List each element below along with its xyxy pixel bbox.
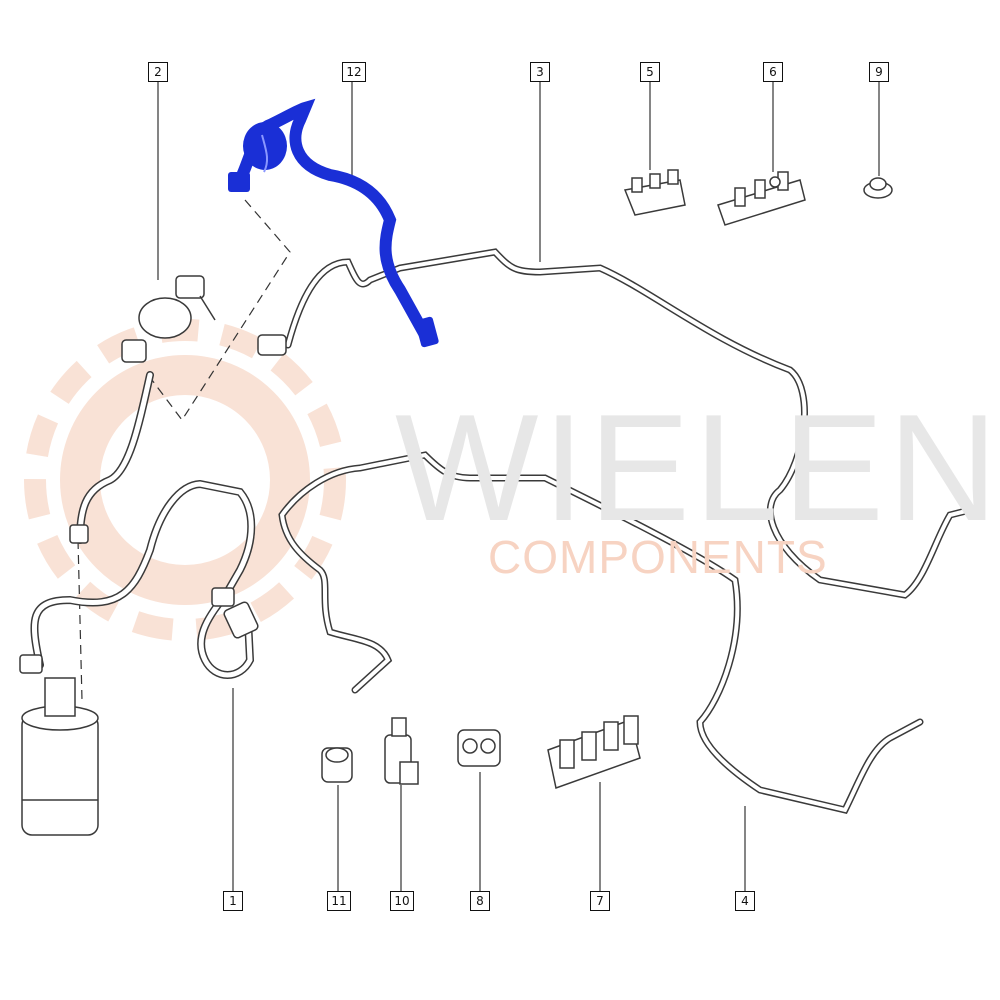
nut-9 [863,177,893,199]
callout-8: 8 [470,891,490,911]
hose-12-highlighted [228,98,439,348]
callout-2: 2 [148,62,168,82]
watermark-subtitle: COMPONENTS [488,531,828,583]
callout-7: 7 [590,891,610,911]
callout-5: 5 [640,62,660,82]
dashed-lines [77,199,291,701]
fuel-pump [19,524,99,836]
fuel-filter-2 [121,275,216,363]
callout-3: 3 [530,62,550,82]
callout-1: 1 [223,891,243,911]
callout-10: 10 [390,891,414,911]
callout-12: 12 [342,62,366,82]
gear-logo-icon [24,319,346,641]
leader-lines [157,80,880,895]
clip-6 [717,171,806,226]
callout-4: 4 [735,891,755,911]
clip-7 [547,715,641,789]
clip-11 [321,747,353,783]
clip-5 [623,169,686,216]
callout-11: 11 [327,891,351,911]
callout-6: 6 [763,62,783,82]
watermark-title: WIELEN [395,383,1000,553]
clip-8 [457,729,501,767]
callout-9: 9 [869,62,889,82]
clip-10 [384,717,419,785]
clip-upper [211,334,287,639]
